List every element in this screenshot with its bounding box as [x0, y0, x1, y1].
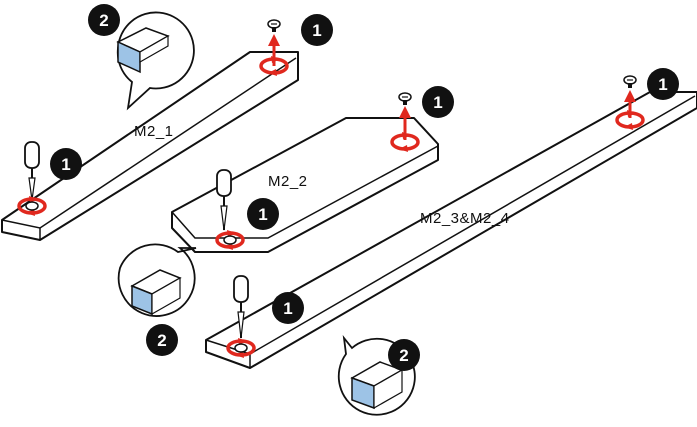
m2-1-label: M2_1	[134, 123, 174, 140]
step-1-badge: 1	[247, 198, 279, 230]
svg-text:2: 2	[99, 11, 108, 30]
svg-text:2: 2	[399, 346, 408, 365]
m2-2-label: M2_2	[268, 173, 308, 190]
step-1-badge: 1	[50, 148, 82, 180]
step-1-badge: 1	[647, 68, 679, 100]
screw-icon	[624, 76, 636, 88]
svg-text:1: 1	[258, 205, 267, 224]
thermal-pad-callout	[118, 12, 194, 108]
standoff	[235, 344, 247, 352]
screwdriver-icon	[25, 142, 39, 200]
standoff	[224, 236, 236, 244]
svg-text:1: 1	[283, 299, 292, 318]
step-1-badge: 1	[301, 14, 333, 46]
thermal-pad-callout	[119, 244, 196, 316]
step-2-badge: 2	[388, 339, 420, 371]
standoff	[26, 202, 38, 210]
step-1-badge: 1	[422, 86, 454, 118]
step-2-badge: 2	[88, 4, 120, 36]
svg-text:1: 1	[658, 75, 667, 94]
svg-text:2: 2	[157, 331, 166, 350]
step-2-badge: 2	[146, 324, 178, 356]
screw-icon	[268, 20, 280, 32]
screw-icon	[399, 93, 411, 105]
step-1-badge: 1	[272, 292, 304, 324]
svg-text:1: 1	[433, 93, 442, 112]
svg-text:1: 1	[312, 21, 321, 40]
m2-3-4-label: M2_3&M2_4	[420, 210, 510, 227]
svg-text:1: 1	[61, 155, 70, 174]
